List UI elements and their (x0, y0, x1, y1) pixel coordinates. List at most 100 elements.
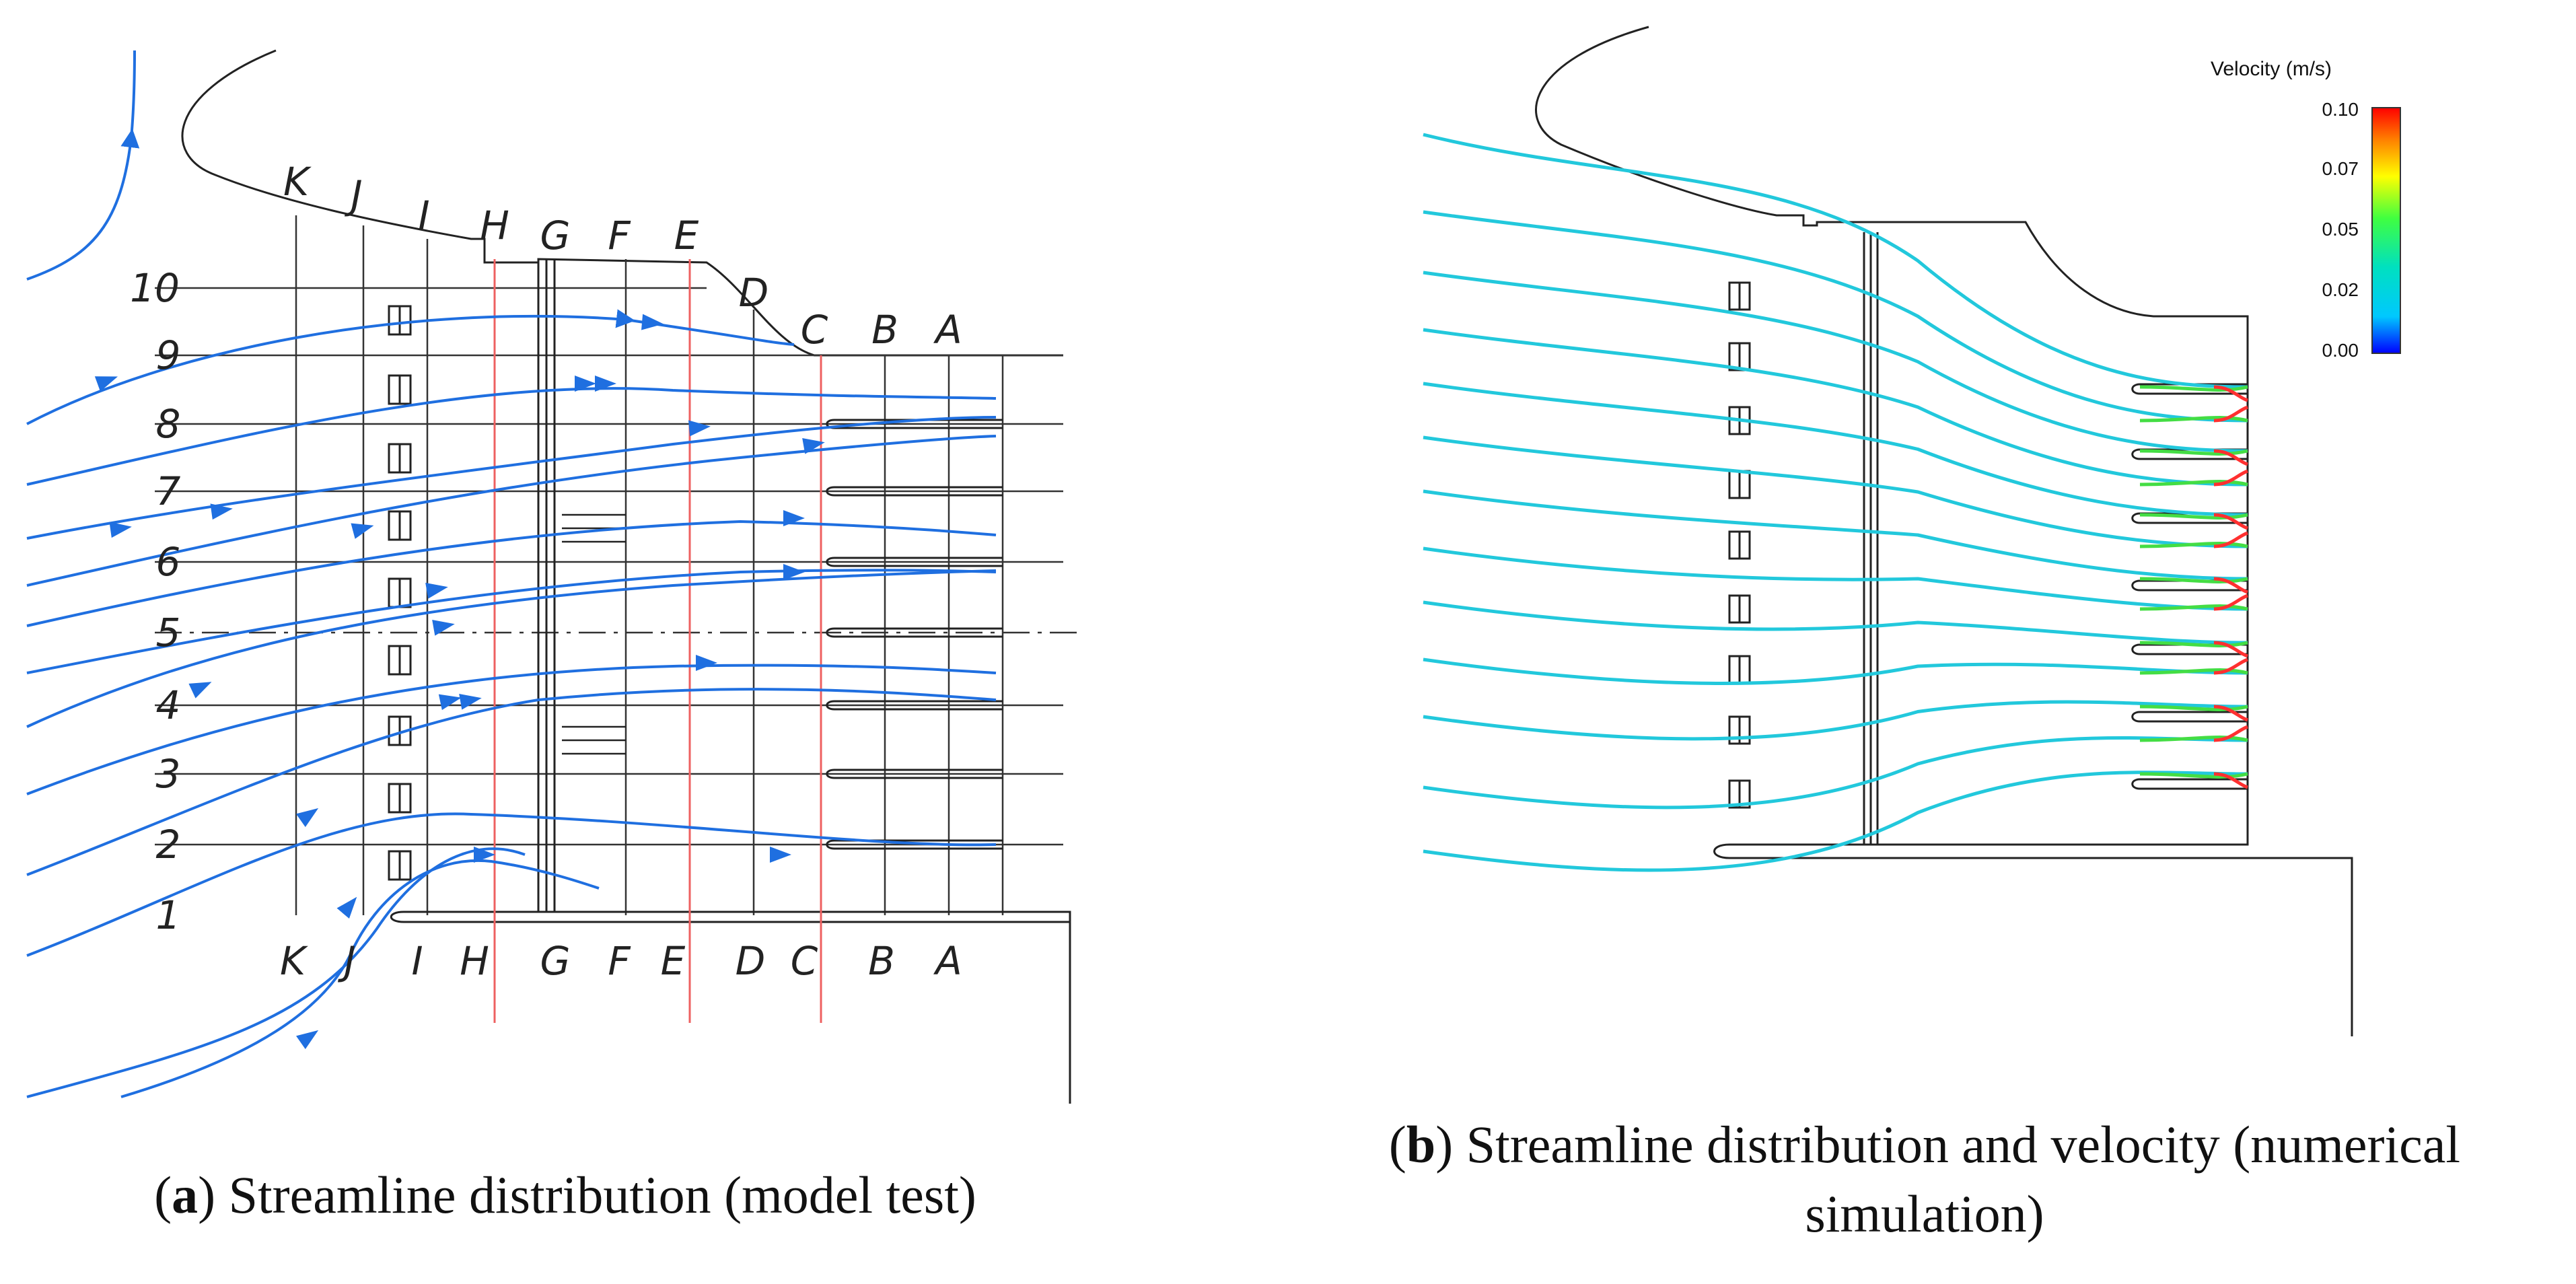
streamline-a (26, 569, 997, 674)
column-label-bottom: K (280, 938, 308, 984)
forebay-boundary-b (1535, 26, 2353, 1036)
streamline-b-fast (2213, 594, 2248, 611)
streamline-b-accelerated (2139, 641, 2248, 647)
streamline-b (1423, 435, 2248, 548)
flow-arrow (188, 682, 212, 699)
flow-arrow (802, 437, 825, 454)
column-label-top: D (739, 270, 769, 316)
trash-rack-a (537, 259, 556, 912)
flow-arrow (595, 376, 616, 392)
caption-b: (b) Streamline distribution and velocity… (1388, 1115, 2461, 1243)
streamline-a (26, 688, 997, 876)
streamline-b (1423, 489, 2248, 581)
streamline-b-accelerated (2139, 705, 2248, 711)
column-label-top: C (801, 307, 828, 353)
streamline-b-fast (2213, 385, 2248, 402)
streamline-b (1423, 700, 2248, 741)
row-label: 1 (156, 892, 181, 938)
velocity-legend: Velocity (m/s) 0.100.070.050.020.00 (2211, 58, 2401, 361)
flow-arrow (109, 522, 132, 538)
streamline-b (1423, 382, 2248, 517)
streamline-b-fast (2213, 705, 2248, 722)
streamline-a (26, 129, 140, 281)
streamline-b-accelerated (2139, 668, 2248, 675)
streamline-b-fast (2213, 725, 2248, 742)
outlet-channel (826, 839, 1003, 850)
column-label-bottom: I (411, 938, 423, 984)
row-label: 2 (156, 822, 181, 867)
row-label: 6 (156, 539, 181, 585)
row-label: 10 (130, 265, 180, 311)
piers-a (388, 305, 412, 881)
column-label-top: I (418, 192, 429, 238)
streamline-b-accelerated (2139, 449, 2248, 456)
streamline-b-accelerated (2139, 385, 2248, 392)
row-label: 3 (156, 751, 181, 797)
flow-arrow (296, 1030, 319, 1050)
streamline-a (130, 50, 136, 139)
flow-arrow (459, 693, 482, 710)
streamline-a (26, 569, 997, 728)
column-label-bottom: J (337, 938, 355, 984)
legend-colorbar (2371, 107, 2401, 354)
flow-arrow (210, 503, 233, 520)
streamline-b (1423, 657, 2248, 685)
outlet-channels-b (2131, 383, 2248, 790)
streamline-b-accelerated (2139, 542, 2248, 548)
legend-tick-label: 0.00 (2322, 340, 2359, 361)
flow-arrow (783, 564, 805, 580)
column-label-bottom: C (791, 938, 818, 984)
outlet-channel (2131, 448, 2248, 460)
flow-arrow (783, 510, 805, 526)
outlet-channel (2131, 383, 2248, 395)
column-label-bottom: G (540, 938, 571, 984)
flow-arrow (296, 808, 319, 828)
flow-arrow (94, 376, 118, 392)
outlet-channels-a (826, 419, 1003, 850)
legend-tick-label: 0.02 (2322, 279, 2359, 300)
streamline-a (26, 664, 997, 795)
legend-tick-label: 0.10 (2322, 99, 2359, 120)
streamline-b (1423, 771, 2248, 872)
streamline-b-accelerated (2139, 513, 2248, 520)
column-label-top: A (933, 307, 962, 353)
streamline-b-fast (2213, 405, 2248, 423)
piers-b (1728, 281, 1751, 809)
legend-ticks: 0.100.070.050.020.00 (2322, 99, 2359, 361)
streamlines-b (1423, 133, 2248, 872)
column-label-bottom: F (608, 938, 631, 984)
streamline-a (26, 416, 997, 540)
column-label-bottom: D (736, 938, 766, 984)
streamline-b-accelerated (2139, 772, 2248, 779)
streamline-b-accelerated (2139, 480, 2248, 487)
column-label-bottom: A (933, 938, 962, 984)
outlet-channel (826, 557, 1003, 567)
row-label: 9 (156, 332, 181, 378)
flow-arrow (432, 619, 455, 636)
column-label-bottom: B (868, 938, 895, 984)
column-label-top: E (674, 213, 699, 258)
outlet-channel (826, 486, 1003, 497)
flow-arrow (336, 896, 357, 919)
streamlines-a (26, 50, 997, 1098)
grid-rows-a (155, 287, 1063, 846)
streamline-b (1423, 328, 2248, 487)
flow-arrow (770, 847, 791, 863)
streamline-b-fast (2213, 772, 2248, 789)
streamline-b (1423, 600, 2248, 645)
row-label: 4 (156, 682, 181, 728)
flow-arrow (696, 655, 717, 671)
streamline-a (26, 847, 526, 1098)
column-label-bottom: E (661, 938, 686, 984)
forebay-boundary-a (181, 49, 1063, 357)
bottom-wall-a (390, 911, 1071, 1104)
column-label-bottom: H (460, 938, 489, 984)
streamline-b-fast (2213, 449, 2248, 466)
outlet-channel (2131, 643, 2248, 655)
streamline-b (1423, 271, 2248, 453)
trash-rack-b (1863, 232, 1879, 845)
